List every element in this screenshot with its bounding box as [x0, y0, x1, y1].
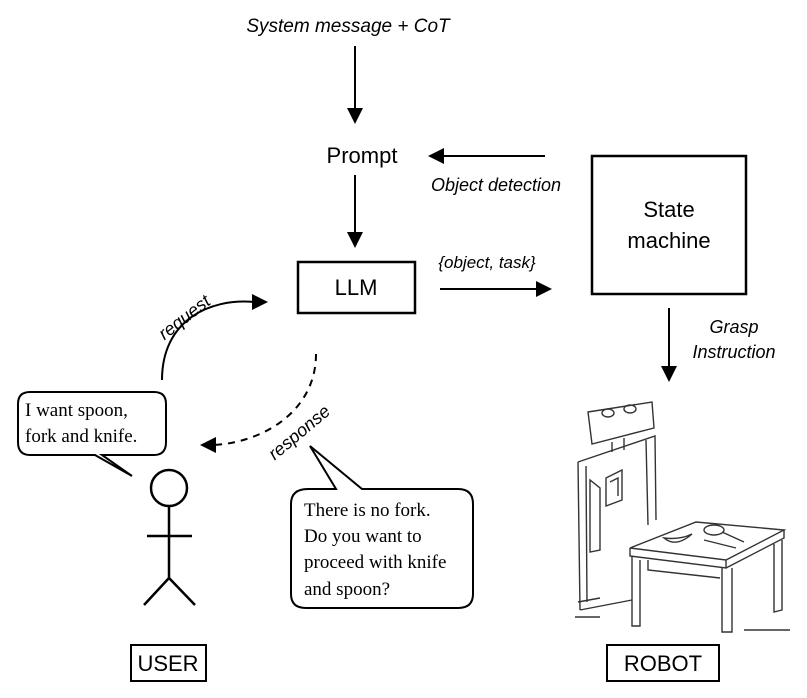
- request-label: request: [154, 290, 214, 343]
- response-bubble-line2: Do you want to: [304, 526, 422, 547]
- user-bubble-line1: I want spoon,: [25, 400, 128, 421]
- user-label-box: [130, 644, 207, 682]
- arrow-object-detection: [428, 148, 545, 164]
- user-bubble-line2: fork and knife.: [25, 426, 137, 447]
- arrow-system-to-prompt: [347, 46, 363, 124]
- response-bubble-line4: and spoon?: [304, 579, 390, 600]
- robot-sketch: [575, 401, 790, 633]
- robot-label-box: [606, 644, 720, 682]
- object-task-label: {object, task}: [438, 253, 536, 272]
- arrow-response: [200, 353, 317, 453]
- llm-box: [296, 260, 417, 315]
- user-speech-bubble: I want spoon, fork and knife.: [17, 391, 167, 477]
- state-machine-label-line2: machine: [627, 228, 710, 253]
- grasp-label-line2: Instruction: [692, 342, 775, 362]
- state-machine-label-line1: State: [643, 197, 694, 222]
- response-bubble-line1: There is no fork.: [304, 500, 431, 521]
- response-speech-bubble: There is no fork. Do you want to proceed…: [290, 445, 474, 609]
- arrow-request: [161, 294, 268, 381]
- arrow-llm-to-state-machine: [440, 281, 552, 297]
- user-label: USER: [137, 651, 198, 676]
- system-message-label: System message + CoT: [246, 16, 451, 37]
- robot-label: ROBOT: [624, 651, 702, 676]
- llm-label: LLM: [335, 275, 378, 300]
- response-bubble-line3: proceed with knife: [304, 552, 446, 573]
- object-detection-label: Object detection: [431, 175, 561, 195]
- user-stick-figure: [143, 468, 196, 606]
- state-machine-box: [590, 154, 748, 296]
- grasp-label-line1: Grasp: [709, 317, 758, 337]
- prompt-label: Prompt: [327, 143, 398, 168]
- arrow-grasp-instruction: [661, 308, 677, 382]
- response-label: response: [264, 401, 334, 464]
- arrow-prompt-to-llm: [347, 175, 363, 248]
